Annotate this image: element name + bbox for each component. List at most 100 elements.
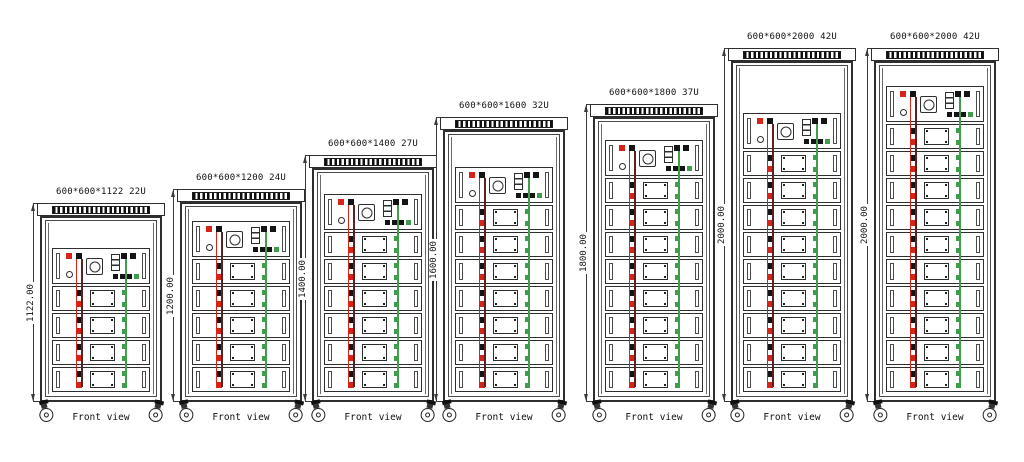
mounting-rail-right [282, 226, 286, 252]
mounting-rail-left [459, 236, 463, 253]
screw-icon [802, 330, 804, 332]
screw-icon [664, 346, 666, 348]
front-view-label: Front view [72, 412, 130, 423]
cabinet-body [874, 61, 996, 402]
mounting-rail-left [609, 371, 613, 388]
battery-module [192, 313, 290, 338]
front-view-label: Front view [212, 412, 270, 423]
screw-icon [645, 276, 647, 278]
screw-icon [383, 384, 385, 386]
screw-icon [926, 276, 928, 278]
screw-icon [802, 157, 804, 159]
screw-icon [383, 373, 385, 375]
mounting-rail-left [890, 209, 894, 226]
mounting-rail-right [976, 155, 980, 172]
ground-wire [265, 232, 267, 387]
battery-module [743, 367, 841, 392]
mounting-rail-left [328, 344, 332, 361]
empty-rack-space [740, 69, 844, 113]
screw-icon [783, 346, 785, 348]
ground-terminal-icon [525, 221, 530, 226]
fan-blade-icon [89, 261, 100, 272]
screw-icon [364, 346, 366, 348]
screw-icon [664, 276, 666, 278]
dimension-arrow-up-icon [865, 49, 869, 56]
mounting-rail-left [459, 371, 463, 388]
mounting-rail-left [56, 344, 60, 361]
negative-terminal-icon [348, 317, 354, 323]
cabinet-interior [448, 134, 560, 397]
positive-terminal-icon [479, 220, 485, 226]
battery-module [192, 367, 290, 392]
negative-terminal-icon [910, 371, 916, 377]
ground-terminal-icon [262, 383, 267, 388]
ground-terminal-icon [675, 182, 680, 187]
ground-terminal-icon [813, 182, 818, 187]
battery-module [743, 313, 841, 338]
ground-terminal-icon [525, 263, 530, 268]
ground-terminal-icon [956, 383, 961, 388]
ground-terminal-icon [525, 317, 530, 322]
mounting-rail-left [747, 317, 751, 334]
screw-icon [664, 384, 666, 386]
module-face-panel [924, 155, 949, 172]
screw-icon [945, 222, 947, 224]
screw-icon [926, 130, 928, 132]
battery-module [455, 286, 553, 311]
rack-cabinet-4: 600*600*1600 32U 1600.00 [429, 0, 568, 462]
mounting-rail-right [142, 317, 146, 334]
screw-icon [945, 249, 947, 251]
fan-blade-icon [361, 207, 372, 218]
aux-terminal-icon [674, 145, 680, 151]
screw-icon [926, 373, 928, 375]
mounting-rail-right [833, 371, 837, 388]
negative-terminal-icon [910, 91, 916, 97]
screw-icon [111, 384, 113, 386]
positive-terminal-icon [757, 118, 763, 124]
ground-port-icon [687, 166, 692, 171]
screw-icon [364, 330, 366, 332]
ground-terminal-icon [262, 371, 267, 376]
screw-icon [92, 373, 94, 375]
fan-blade-icon [642, 153, 653, 164]
ground-terminal-icon [122, 383, 127, 388]
cabinet-top-cap [37, 203, 165, 216]
module-face-panel [362, 317, 387, 334]
mounting-rail-right [976, 317, 980, 334]
negative-terminal-icon [76, 344, 82, 350]
screw-icon [664, 292, 666, 294]
terminal-block-icon [664, 146, 673, 163]
mounting-rail-right [142, 371, 146, 388]
module-face-panel [643, 290, 668, 307]
screw-icon [495, 346, 497, 348]
module-face-panel [230, 263, 255, 280]
negative-terminal-icon [216, 263, 222, 269]
negative-terminal-icon [910, 263, 916, 269]
screw-icon [664, 319, 666, 321]
negative-terminal-icon [479, 344, 485, 350]
screw-icon [926, 238, 928, 240]
ground-terminal-icon [675, 263, 680, 268]
fan-blade-icon [923, 99, 934, 110]
ground-terminal-icon [675, 221, 680, 226]
mounting-rail-left [196, 317, 200, 334]
negative-wire [772, 124, 774, 387]
screw-icon [664, 195, 666, 197]
negative-terminal-icon [629, 182, 635, 188]
dimension-arrow-up-icon [31, 204, 35, 211]
vent-grille-icon [323, 158, 423, 166]
screw-icon [783, 330, 785, 332]
screw-icon [232, 303, 234, 305]
ground-terminal-icon [956, 248, 961, 253]
screw-icon [945, 319, 947, 321]
rack-cabinet-3: 600*600*1400 27U 1400.00 [298, 0, 437, 462]
negative-terminal-icon [629, 236, 635, 242]
screw-icon [926, 168, 928, 170]
aux-terminal-icon [955, 91, 961, 97]
positive-terminal-icon [76, 355, 82, 361]
screw-icon [802, 184, 804, 186]
ground-terminal-icon [956, 344, 961, 349]
positive-terminal-icon [767, 355, 773, 361]
positive-terminal-icon [910, 166, 916, 172]
negative-terminal-icon [910, 236, 916, 242]
